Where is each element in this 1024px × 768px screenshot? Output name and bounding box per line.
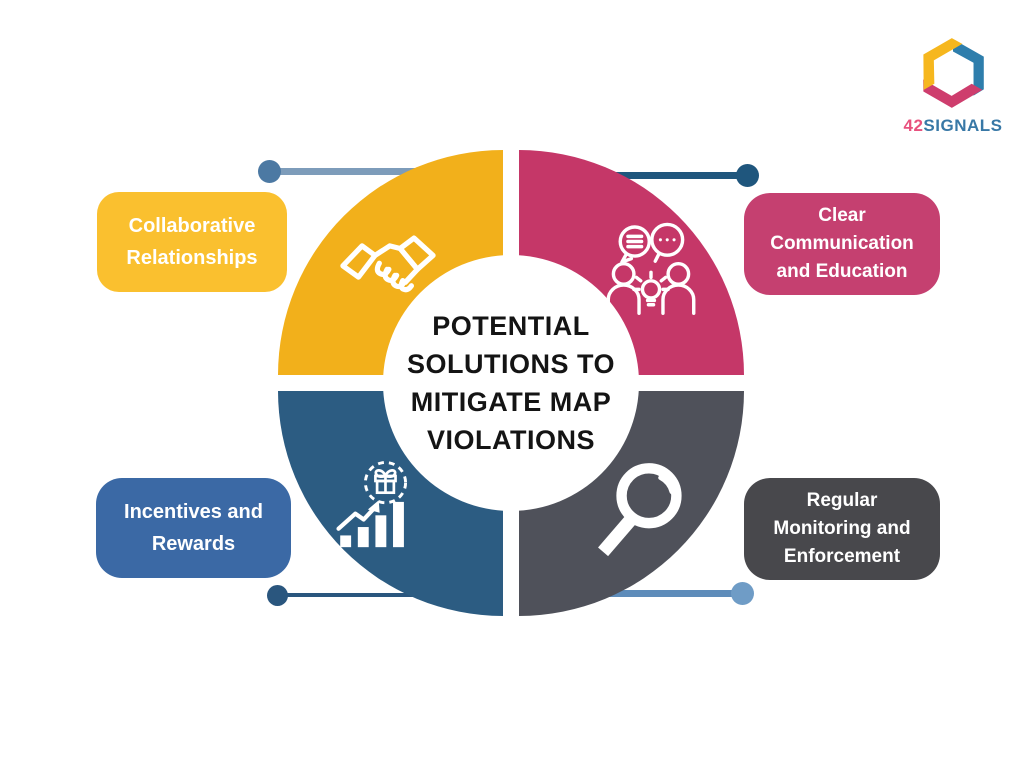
title-line-1: POTENTIAL: [432, 311, 590, 341]
connector-line: [276, 168, 424, 175]
label-regular-monitoring-enforcement: Regular Monitoring and Enforcement: [744, 478, 940, 580]
circular-diagram: POTENTIAL SOLUTIONS TO MITIGATE MAP VIOL…: [278, 150, 744, 616]
connector-dot: [731, 582, 754, 605]
brand-logo: 42SIGNALS: [903, 36, 1003, 136]
title-line-3: MITIGATE MAP: [410, 387, 612, 417]
title-line-4: VIOLATIONS: [426, 425, 595, 455]
label-incentives-rewards: Incentives and Rewards: [96, 478, 291, 578]
connector-line: [595, 172, 745, 179]
connector-dot: [258, 160, 281, 183]
brand-wordmark: 42SIGNALS: [903, 116, 1003, 136]
magnifier-icon: [598, 463, 682, 557]
diagram-title: POTENTIAL SOLUTIONS TO MITIGATE MAP VIOL…: [407, 307, 615, 459]
brand-name: SIGNALS: [923, 116, 1003, 135]
discussion-icon: [606, 222, 696, 315]
brand-number: 42: [903, 116, 924, 135]
title-line-2: SOLUTIONS TO: [406, 349, 615, 379]
connector-dot: [267, 585, 288, 606]
connector-line: [285, 593, 423, 597]
cube-logo-icon: [923, 38, 984, 108]
rewards-growth-icon: [336, 461, 408, 548]
connector-dot: [736, 164, 759, 187]
center-hub: POTENTIAL SOLUTIONS TO MITIGATE MAP VIOL…: [383, 255, 639, 511]
label-collaborative-relationships: Collaborative Relationships: [97, 192, 287, 292]
label-clear-communication-education: Clear Communication and Education: [744, 193, 940, 295]
connector-line: [590, 590, 740, 597]
handshake-icon: [340, 235, 436, 293]
